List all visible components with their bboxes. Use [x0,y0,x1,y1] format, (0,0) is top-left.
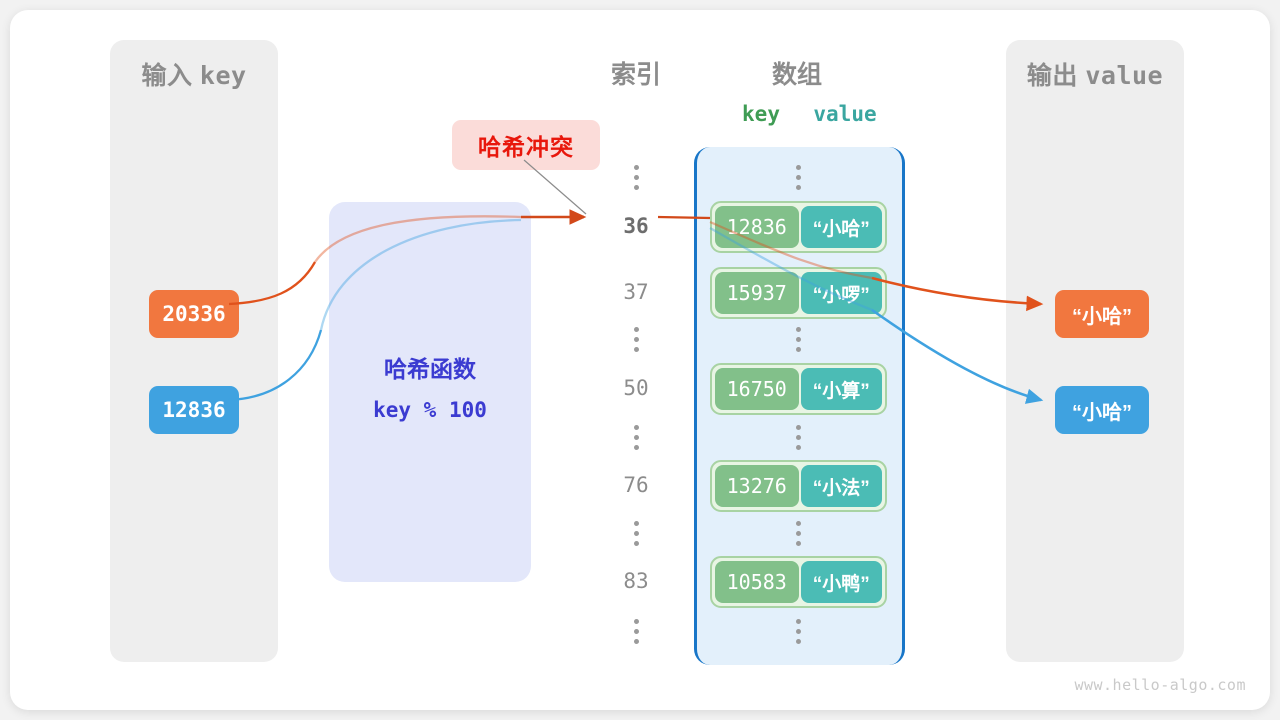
watermark: www.hello-algo.com [1074,676,1246,694]
index-ellipsis [633,425,639,450]
input-panel-title: 输入 key [110,56,278,92]
cell-value: “小算” [800,368,882,410]
output-panel-title-cn: 输出 [1026,62,1078,90]
output-value-chip-1[interactable]: “小哈” [1055,290,1149,338]
cell-key: 12836 [715,206,799,248]
cell-value: “小法” [800,465,882,507]
table-row[interactable]: 15937“小啰” [710,267,887,319]
table-row[interactable]: 16750“小算” [710,363,887,415]
hash-collision-badge: 哈希冲突 [452,120,600,170]
cell-key: 10583 [715,561,799,603]
index-label-37[interactable]: 37 [623,280,649,304]
table-row[interactable]: 13276“小法” [710,460,887,512]
index-label-76[interactable]: 76 [623,473,649,497]
array-column-header: 数组 [771,61,822,89]
index-label-50[interactable]: 50 [623,376,649,400]
cell-key: 15937 [715,272,799,314]
index-label-36[interactable]: 36 [623,214,649,238]
array-ellipsis [795,521,801,546]
index-label-83[interactable]: 83 [623,569,649,593]
table-row[interactable]: 12836“小哈” [710,201,887,253]
output-panel-title-mono: value [1085,61,1164,90]
index-column: 36 37 50 76 83 [604,147,668,665]
table-row[interactable]: 10583“小鸭” [710,556,887,608]
array-value-header: value [813,102,877,126]
input-key-chip-1[interactable]: 20336 [149,290,239,338]
array-ellipsis [795,425,801,450]
array-key-header: key [742,102,780,126]
diagram-card: 输入 key 输出 value 索引 数组 key value 哈希函数 key… [10,10,1270,710]
index-ellipsis [633,521,639,546]
output-value-panel: 输出 value [1006,40,1184,662]
hash-function-title: 哈希函数 [384,356,476,382]
cell-value: “小鸭” [800,561,882,603]
cell-value: “小啰” [800,272,882,314]
input-panel-title-cn: 输入 [141,62,193,90]
index-ellipsis [633,619,639,644]
input-panel-title-mono: key [199,61,247,90]
index-ellipsis [633,327,639,352]
input-key-chip-2[interactable]: 12836 [149,386,239,434]
array-ellipsis [795,165,801,190]
array-ellipsis [795,327,801,352]
index-ellipsis [633,165,639,190]
hash-function-expression: key % 100 [373,398,487,422]
array-ellipsis [795,619,801,644]
input-key-panel: 输入 key [110,40,278,662]
index-column-header: 索引 [610,61,661,89]
output-panel-title: 输出 value [1006,56,1184,92]
hash-function-box: 哈希函数 key % 100 [329,202,531,582]
cell-key: 13276 [715,465,799,507]
output-value-chip-2[interactable]: “小哈” [1055,386,1149,434]
cell-key: 16750 [715,368,799,410]
cell-value: “小哈” [800,206,882,248]
